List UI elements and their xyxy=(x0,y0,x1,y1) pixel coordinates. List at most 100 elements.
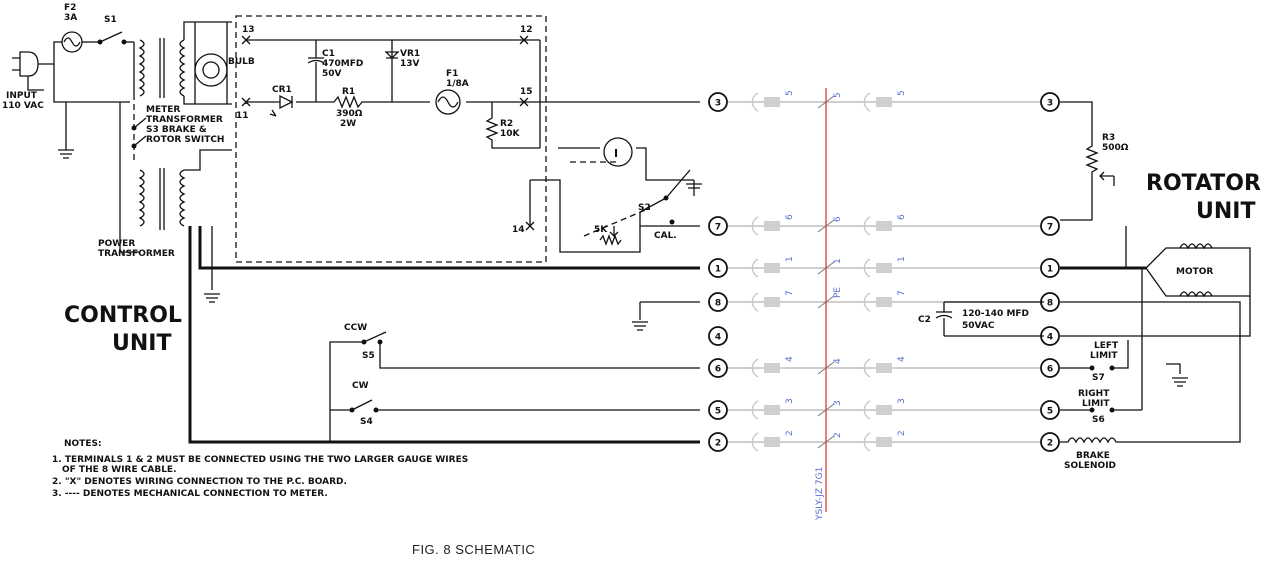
s3-label-1: S3 BRAKE & xyxy=(146,125,207,135)
connector-arc xyxy=(863,92,871,112)
connector-body xyxy=(764,405,780,415)
notes-heading: NOTES: xyxy=(64,439,102,449)
control-terminal-label: 2 xyxy=(715,439,721,449)
power-transformer-label-2: TRANSFORMER xyxy=(98,249,175,259)
connector-arc xyxy=(751,358,759,378)
connector-arc xyxy=(751,258,759,278)
bulb-label: BULB xyxy=(228,57,255,67)
ccw-label: CCW xyxy=(344,323,367,333)
rotator-terminal-label: 8 xyxy=(1047,299,1053,309)
rotator-terminal-3 xyxy=(1040,92,1060,112)
rotator-unit-label-1: ROTATOR xyxy=(1146,171,1261,196)
s7-label: S7 xyxy=(1092,373,1105,383)
s4-label: S4 xyxy=(360,417,373,427)
rotator-terminal-6 xyxy=(1040,358,1060,378)
control-terminal-5 xyxy=(708,400,728,420)
connector-arc xyxy=(751,432,759,452)
core-center-label: 5 xyxy=(833,92,843,98)
r2-value: 10K xyxy=(500,129,521,139)
core-center-label: 6 xyxy=(833,216,843,222)
core-number-label: 6 xyxy=(785,214,795,220)
control-terminal-label: 8 xyxy=(715,299,721,309)
meter-transformer xyxy=(133,21,232,105)
control-terminal-8 xyxy=(708,292,728,312)
pc-terminal-12: 12 xyxy=(520,25,533,35)
bulb xyxy=(194,22,228,104)
connector-body xyxy=(764,221,780,231)
switch-s6 xyxy=(1060,407,1142,413)
connector-body xyxy=(876,263,892,273)
rotator-terminal-label: 5 xyxy=(1047,407,1053,417)
control-terminal-label: 5 xyxy=(715,407,721,417)
pot-5k-label: 5K xyxy=(594,225,608,235)
pc-terminal-13: 13 xyxy=(242,25,255,35)
rotator-terminal-7 xyxy=(1040,216,1060,236)
connector-body xyxy=(764,437,780,447)
connector-body xyxy=(764,263,780,273)
core-number-label: 3 xyxy=(785,398,795,404)
control-terminal-4 xyxy=(708,326,728,346)
rotator-terminal-label: 6 xyxy=(1047,365,1053,375)
pc-terminal-marks xyxy=(241,35,535,231)
control-terminal-label: 6 xyxy=(715,365,721,375)
right-limit-label-2: LIMIT xyxy=(1082,399,1110,409)
meter xyxy=(603,137,633,167)
switch-s3 xyxy=(119,102,147,253)
power-transformer-label-1: POWER xyxy=(98,239,135,249)
potentiometer-r3 xyxy=(1060,101,1115,221)
connector-arc xyxy=(863,400,871,420)
vr1-value: 13V xyxy=(400,59,420,69)
core-center-label: 2 xyxy=(833,432,843,438)
rotator-terminal-label: 4 xyxy=(1047,333,1053,343)
notes-line-2: 2. "X" DENOTES WIRING CONNECTION TO THE … xyxy=(52,477,347,487)
connector-arc xyxy=(863,258,871,278)
input-label: INPUT xyxy=(6,91,38,101)
cal-label: CAL. xyxy=(654,231,677,241)
core-center-label: PE xyxy=(833,287,843,298)
r3-label: R3 xyxy=(1102,133,1115,143)
connector-arc xyxy=(863,358,871,378)
notes-line-3: 3. ---- DENOTES MECHANICAL CONNECTION TO… xyxy=(52,489,328,499)
meter-transformer-label-1: METER xyxy=(146,105,180,115)
s6-label: S6 xyxy=(1092,415,1105,425)
rotator-terminal-label: 3 xyxy=(1047,99,1053,109)
core-center-label: 3 xyxy=(833,400,843,406)
connector-body xyxy=(876,363,892,373)
control-terminal-6 xyxy=(708,358,728,378)
input-voltage-label: 110 VAC xyxy=(2,101,44,111)
core-number-label: 1 xyxy=(897,256,907,262)
cw-label: CW xyxy=(352,381,369,391)
fuse-f1 xyxy=(435,89,461,115)
s2-label: S2 xyxy=(638,203,651,213)
connector-arc xyxy=(751,292,759,312)
connector-arc xyxy=(863,432,871,452)
core-number-label: 5 xyxy=(785,90,795,96)
connector-arc xyxy=(863,292,871,312)
c2-value: 120-140 MFD xyxy=(962,309,1029,319)
f1-label: F1 xyxy=(446,69,458,79)
brake-label-2: SOLENOID xyxy=(1064,461,1116,471)
s5-label: S5 xyxy=(362,351,375,361)
core-number-label: 1 xyxy=(785,256,795,262)
core-number-label: 5 xyxy=(897,90,907,96)
connector-body xyxy=(876,297,892,307)
r3-value: 500Ω xyxy=(1102,143,1129,153)
core-number-label: 4 xyxy=(897,356,907,362)
connector-body xyxy=(764,297,780,307)
fuse-f2 xyxy=(61,31,83,53)
brake-solenoid xyxy=(1060,410,1241,444)
core-number-label: 7 xyxy=(785,290,795,296)
rotator-terminal-1 xyxy=(1040,258,1060,278)
s1-label: S1 xyxy=(104,15,117,25)
f1-value: 1/8A xyxy=(446,79,469,89)
connector-arc xyxy=(751,400,759,420)
control-terminal-3 xyxy=(708,92,728,112)
f2-label: F2 xyxy=(64,3,76,13)
